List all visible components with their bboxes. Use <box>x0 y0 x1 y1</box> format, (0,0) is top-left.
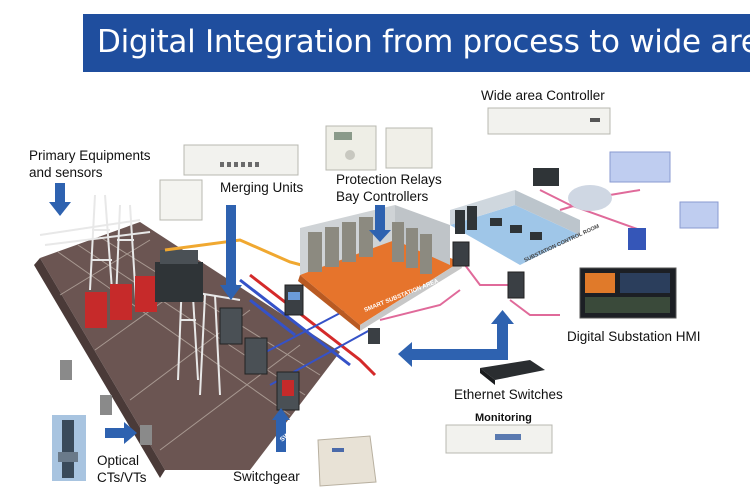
arrow-merging-units <box>226 205 236 287</box>
arrow-ethernet-up <box>497 322 508 360</box>
label-primary-line1: Primary Equipments <box>29 148 151 163</box>
device-ethernet-switch <box>480 360 545 385</box>
label-primary-line2: and sensors <box>29 165 103 180</box>
label-digital-substation-hmi: Digital Substation HMI <box>567 329 701 344</box>
label-protection-line2: Bay Controllers <box>336 189 429 204</box>
label-primary-equipments: Primary Equipments and sensors <box>29 147 151 181</box>
primary-equipment <box>39 194 241 445</box>
label-switchgear: Switchgear <box>233 469 300 484</box>
label-ethernet-switches: Ethernet Switches <box>454 387 563 402</box>
device-merging-unit <box>159 144 299 221</box>
device-switchgear <box>317 435 377 487</box>
device-hmi-screen <box>579 267 677 319</box>
label-protection-line1: Protection Relays <box>336 172 442 187</box>
merging-unit-cabinets <box>219 241 525 411</box>
label-monitoring: Monitoring <box>475 412 532 424</box>
label-merging-units: Merging Units <box>220 180 304 195</box>
device-wide-area-network <box>533 151 719 250</box>
device-optical-ct <box>52 415 86 481</box>
device-monitoring <box>445 424 553 454</box>
label-optical-line2: CTs/VTs <box>97 470 147 485</box>
arrow-primary <box>55 183 65 203</box>
label-protection-relays: Protection Relays Bay Controllers <box>336 171 442 205</box>
fiber-blue-2 <box>249 298 296 337</box>
smart-substation-area: SMART SUBSTATION AREA <box>298 205 462 331</box>
page-title: Digital Integration from process to wide… <box>97 24 750 60</box>
device-protection-relays <box>325 125 433 171</box>
title-banner: Digital Integration from process to wide… <box>83 14 750 72</box>
arrow-ethernet-left <box>412 349 500 360</box>
label-wide-area-controller: Wide area Controller <box>481 88 605 103</box>
device-wide-area-controller <box>487 107 611 135</box>
label-optical-line1: Optical <box>97 453 140 468</box>
arrow-optical <box>105 428 125 438</box>
label-optical-ctvt: Optical CTs/VTs <box>97 452 147 486</box>
arrow-switchgear <box>272 408 290 420</box>
annotation-arrows <box>49 183 514 452</box>
arrow-protection <box>375 205 385 231</box>
